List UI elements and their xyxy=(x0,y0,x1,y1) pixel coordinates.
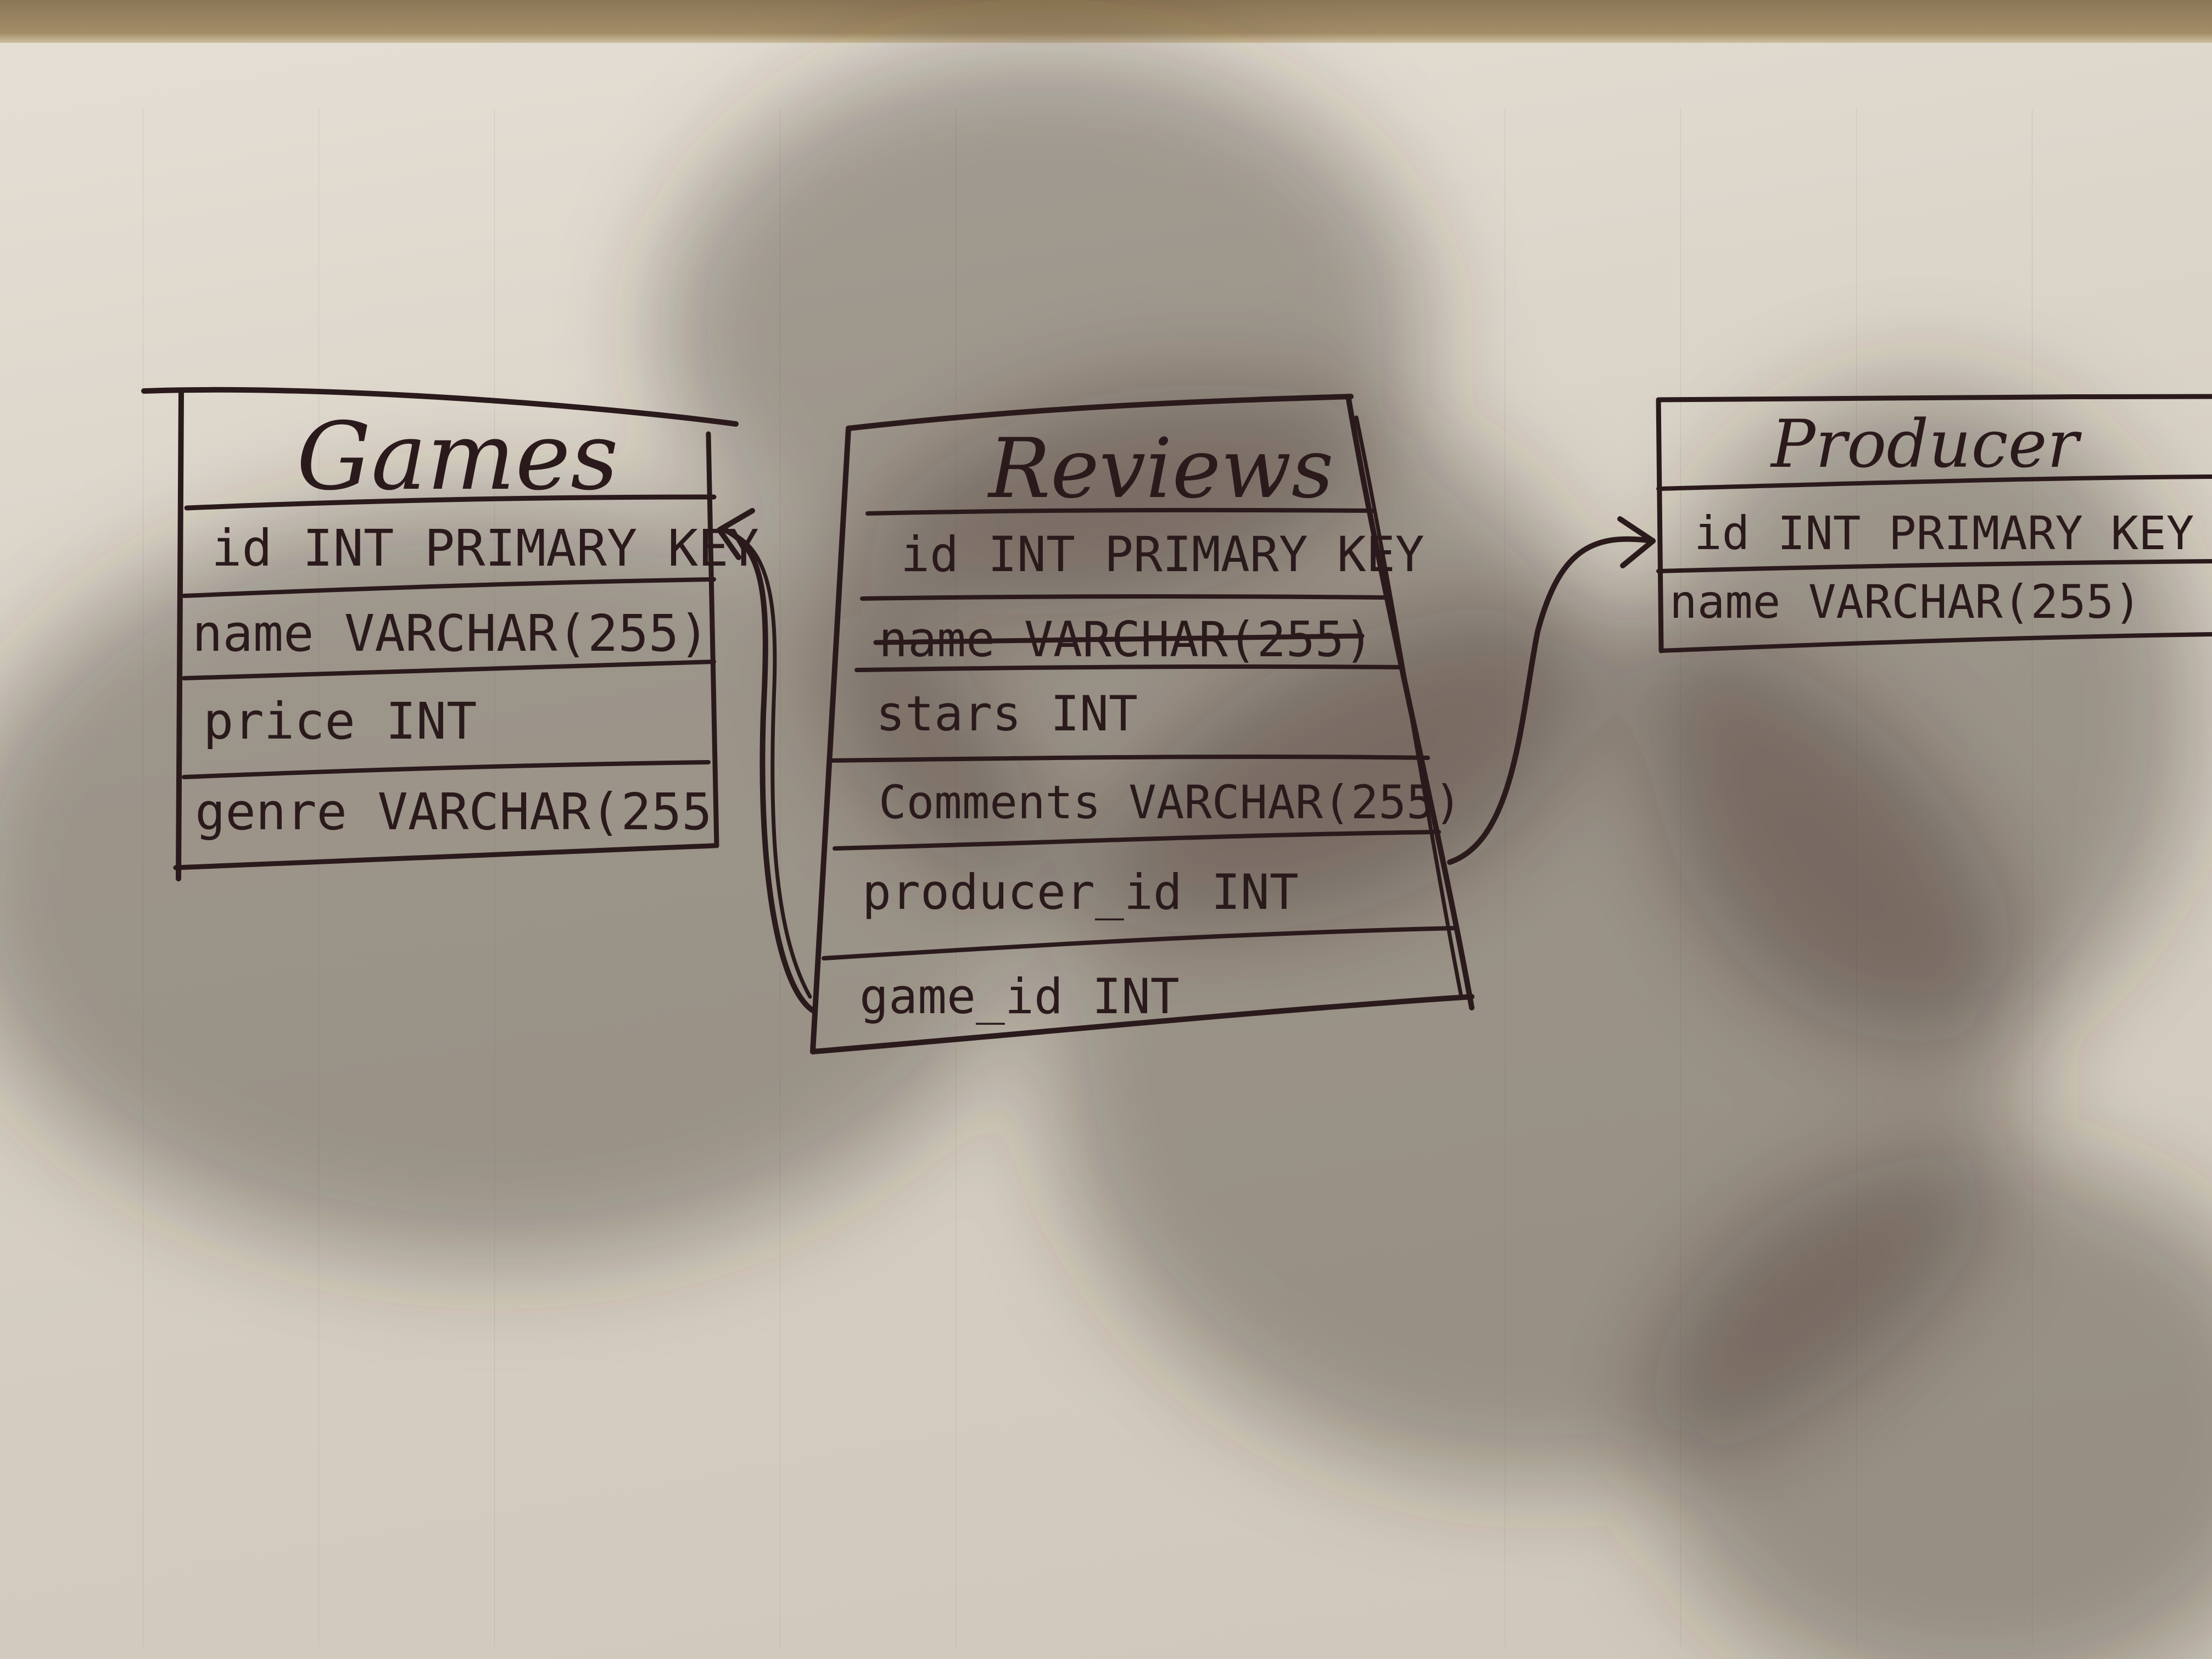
row-divider xyxy=(827,754,1430,763)
producer-bottom-border xyxy=(1659,632,2212,653)
games-row-genre: genre VARCHAR(255 xyxy=(195,783,712,841)
reviews-bottom-border xyxy=(810,994,1474,1054)
games-row-price: price INT xyxy=(203,692,477,751)
reviews-top-border xyxy=(846,394,1354,431)
row-divider xyxy=(1656,559,2212,573)
table-title: Producer xyxy=(1770,406,2082,483)
producer-left-border xyxy=(1656,397,1664,653)
reviews-right-border-2 xyxy=(1354,415,1463,996)
games-left-border xyxy=(176,388,184,881)
relation-line-game xyxy=(722,527,815,1013)
table-games: Games id INT PRIMARY KEY name VARCHAR(25… xyxy=(141,387,759,881)
reviews-row-id: id INT PRIMARY KEY xyxy=(901,526,1425,583)
arrowhead-producer xyxy=(1617,516,1656,568)
reviews-left-border xyxy=(810,426,851,1054)
games-row-id: id INT PRIMARY KEY xyxy=(211,519,759,578)
table-reviews: Reviews id INT PRIMARY KEY name VARCHAR(… xyxy=(810,394,1474,1054)
reviews-row-producer-id: producer_id INT xyxy=(862,864,1299,920)
table-title: Reviews xyxy=(987,421,1334,517)
table-title: Games xyxy=(297,403,618,511)
relation-line-producer xyxy=(1447,536,1656,865)
producer-top-border xyxy=(1656,394,2212,403)
relation-line-game-2 xyxy=(734,533,812,999)
row-divider xyxy=(182,660,716,680)
row-divider xyxy=(854,664,1403,672)
reviews-row-stars: stars INT xyxy=(876,685,1138,742)
row-divider xyxy=(860,594,1386,601)
games-row-name: name VARCHAR(255) xyxy=(192,604,710,663)
producer-row-id: id INT PRIMARY KEY xyxy=(1694,506,2194,560)
reviews-row-comments: Comments VARCHAR(255) xyxy=(879,775,1462,829)
games-top-border xyxy=(141,387,739,427)
strikethrough xyxy=(873,633,1365,645)
relation-game xyxy=(717,508,815,1013)
row-divider xyxy=(182,760,711,779)
arrowhead-games xyxy=(717,508,755,560)
reviews-row-game-id: game_id INT xyxy=(859,968,1180,1025)
row-divider xyxy=(182,577,716,598)
table-producer: Producer id INT PRIMARY KEY name VARCHAR… xyxy=(1656,394,2212,653)
row-divider xyxy=(833,830,1441,851)
row-divider xyxy=(865,507,1375,516)
games-right-border xyxy=(706,431,719,848)
row-divider xyxy=(1656,474,2212,491)
relation-producer xyxy=(1447,516,1656,865)
games-bottom-border xyxy=(173,843,717,870)
row-divider xyxy=(184,494,717,511)
row-divider xyxy=(822,926,1457,960)
producer-row-name: name VARCHAR(255) xyxy=(1669,575,2142,629)
